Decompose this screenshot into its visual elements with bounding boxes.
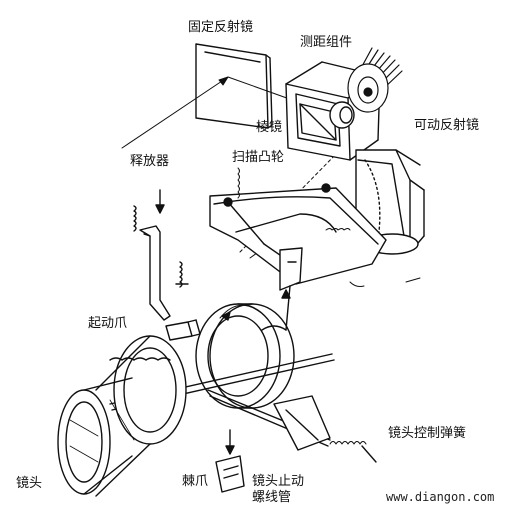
label-lens-stop-line2: 螺线管 <box>252 490 292 505</box>
lens-front <box>57 377 135 495</box>
label-start-claw: 起动爪 <box>88 316 128 331</box>
label-brake-claw: 棘爪 <box>182 474 209 489</box>
label-lens-control-spring: 镜头控制弹簧 <box>388 426 467 441</box>
lens-control-spring <box>273 395 377 463</box>
fixed-mirror <box>195 43 273 129</box>
prism <box>299 101 355 141</box>
scan-cam <box>209 183 387 291</box>
focus-ring <box>195 303 295 409</box>
link-rod <box>261 285 291 331</box>
cam-spring <box>237 167 351 231</box>
rangefinder-fins <box>347 47 403 113</box>
lens-stop-solenoid <box>215 429 245 493</box>
label-movable-mirror: 可动反射镜 <box>414 118 480 133</box>
release <box>133 189 189 321</box>
label-prism: 棱镜 <box>256 120 283 135</box>
label-scan-cam: 扫描凸轮 <box>232 150 285 165</box>
label-lens-stop-line1: 镜头止动 <box>252 474 305 489</box>
label-fixed-mirror: 固定反射镜 <box>188 20 254 35</box>
start-claw <box>165 319 201 341</box>
label-release: 释放器 <box>130 154 170 169</box>
watermark: www.diangon.com <box>386 490 495 504</box>
label-lens: 镜头 <box>16 476 43 491</box>
label-rangefinder-assembly: 测距组件 <box>300 35 353 50</box>
lens-assembly <box>95 335 187 497</box>
motion-arrows <box>349 277 421 287</box>
